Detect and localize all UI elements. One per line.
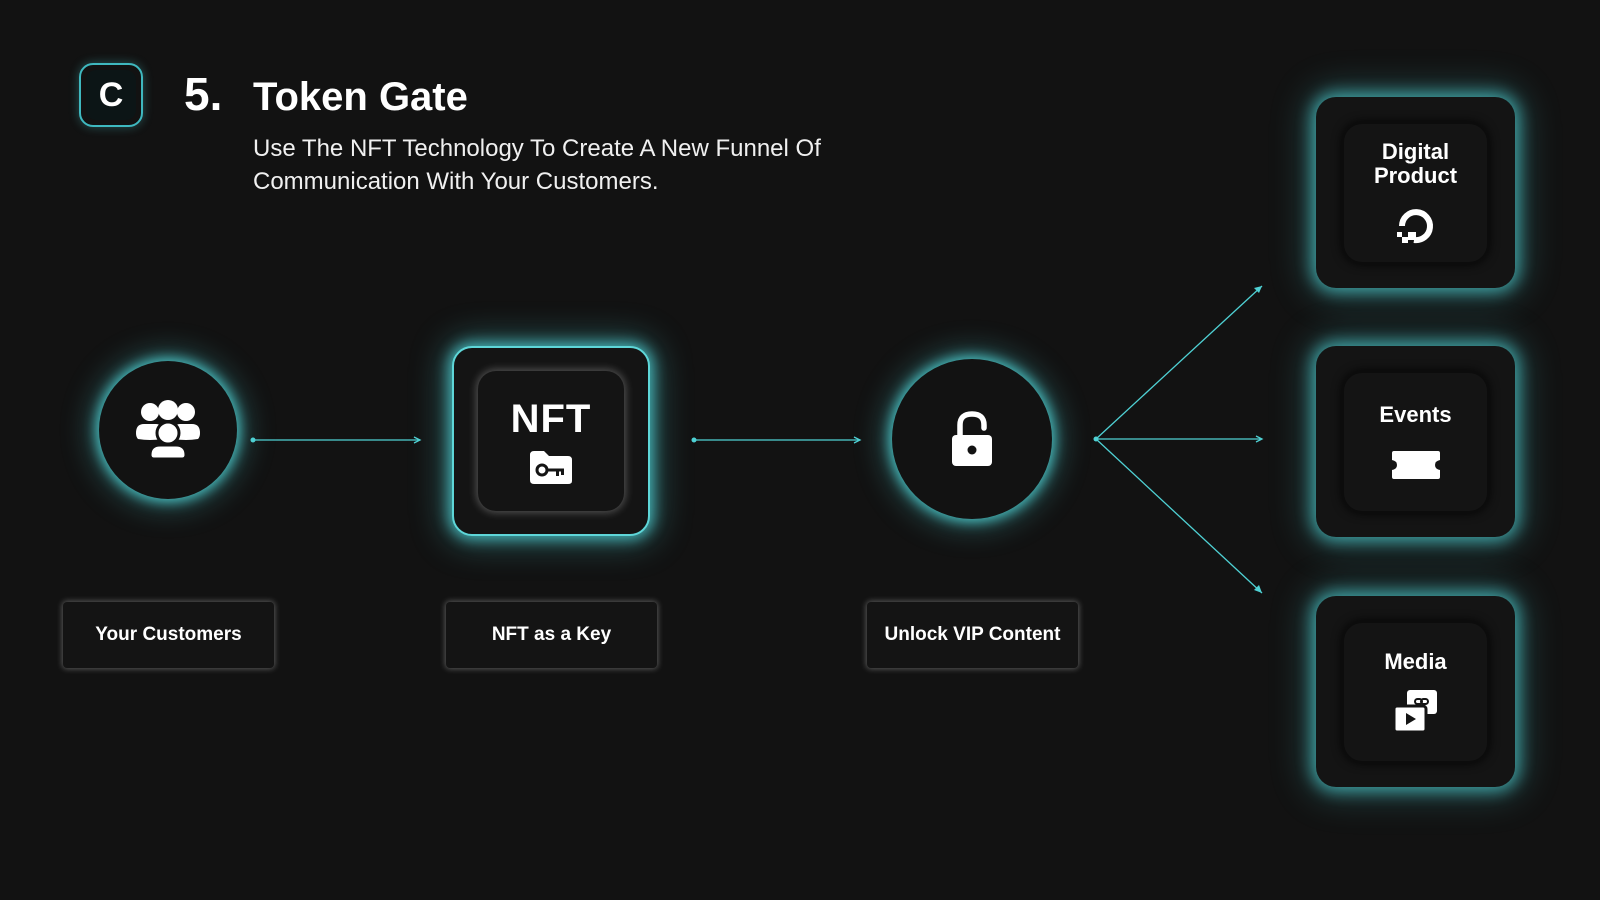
nft-text: NFT bbox=[510, 397, 592, 441]
outcome-media: Media bbox=[1316, 596, 1515, 787]
customers-node bbox=[99, 361, 237, 499]
outcome-events-inner: Events bbox=[1344, 372, 1487, 511]
outcome-label: Events bbox=[1379, 401, 1452, 427]
nft-key-label: NFT as a Key bbox=[446, 602, 657, 668]
outcome-events: Events bbox=[1316, 346, 1515, 537]
step-number: 5. bbox=[184, 68, 223, 120]
users-group-icon bbox=[136, 400, 200, 461]
brand-logo: C bbox=[79, 63, 143, 127]
digital-product-icon bbox=[1396, 208, 1433, 243]
unlock-icon bbox=[952, 411, 992, 466]
arrow-to-digital-product bbox=[1095, 285, 1263, 440]
unlock-label: Unlock VIP Content bbox=[867, 602, 1078, 668]
nft-node: NFT bbox=[452, 346, 650, 536]
brand-logo-letter: C bbox=[86, 70, 136, 120]
page-title: Token Gate bbox=[253, 75, 468, 119]
arrow-to-media bbox=[1095, 438, 1263, 594]
outcome-digital-product-inner: Digital Product bbox=[1344, 123, 1487, 262]
outcome-label: Media bbox=[1384, 648, 1447, 674]
media-icon bbox=[1392, 689, 1437, 733]
outcome-label: Digital Product bbox=[1373, 138, 1458, 188]
nft-inner-card: NFT bbox=[478, 371, 624, 511]
outcome-digital-product: Digital Product bbox=[1316, 97, 1515, 288]
page-subtitle: Use The NFT Technology To Create A New F… bbox=[253, 135, 821, 195]
outcome-media-inner: Media bbox=[1344, 622, 1487, 761]
folder-key-icon bbox=[530, 451, 572, 484]
customers-label: Your Customers bbox=[63, 602, 274, 668]
unlock-node bbox=[892, 359, 1052, 519]
ticket-icon bbox=[1391, 450, 1440, 479]
